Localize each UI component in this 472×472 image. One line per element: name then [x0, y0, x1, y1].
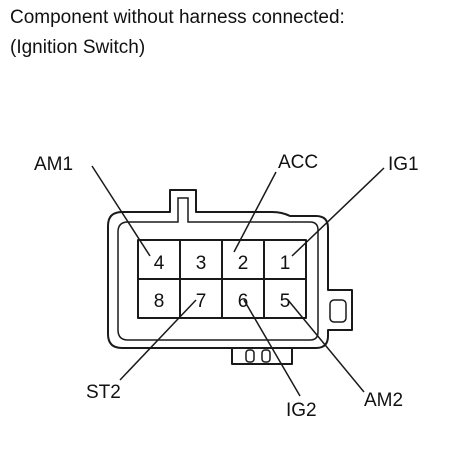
leader-acc-to-pin-2 [233, 171, 277, 253]
pin-3: 3 [196, 253, 207, 274]
connector-side-latch [329, 299, 347, 323]
label-acc: ACC [278, 152, 318, 173]
leader-st2-to-pin-7 [119, 299, 197, 381]
leader-ig1-to-pin-1 [291, 167, 385, 257]
pin-8: 8 [154, 291, 165, 312]
label-ig2: IG2 [286, 400, 317, 421]
connector-key-slot-left [245, 349, 255, 363]
label-ig1: IG1 [388, 154, 419, 175]
connector-housing-outer [107, 189, 353, 349]
leader-ig2-to-pin-6 [243, 299, 301, 397]
caption-title: Component without harness connected: [10, 7, 345, 28]
pin-5: 5 [280, 291, 291, 312]
pin-4: 4 [154, 253, 165, 274]
pin-7: 7 [196, 291, 207, 312]
pin-2: 2 [238, 253, 249, 274]
connector-bottom-key [231, 348, 293, 365]
caption-component-name: (Ignition Switch) [10, 37, 146, 58]
leader-am2-to-pin-5 [287, 299, 365, 393]
label-am2: AM2 [364, 390, 403, 411]
connector-housing-inner [117, 197, 319, 341]
pin-1: 1 [280, 253, 291, 274]
pin-6: 6 [238, 291, 249, 312]
connector-key-slot-right [261, 349, 271, 363]
leader-am1-to-pin-4 [91, 165, 151, 257]
label-am1: AM1 [34, 154, 73, 175]
label-st2: ST2 [86, 382, 121, 403]
